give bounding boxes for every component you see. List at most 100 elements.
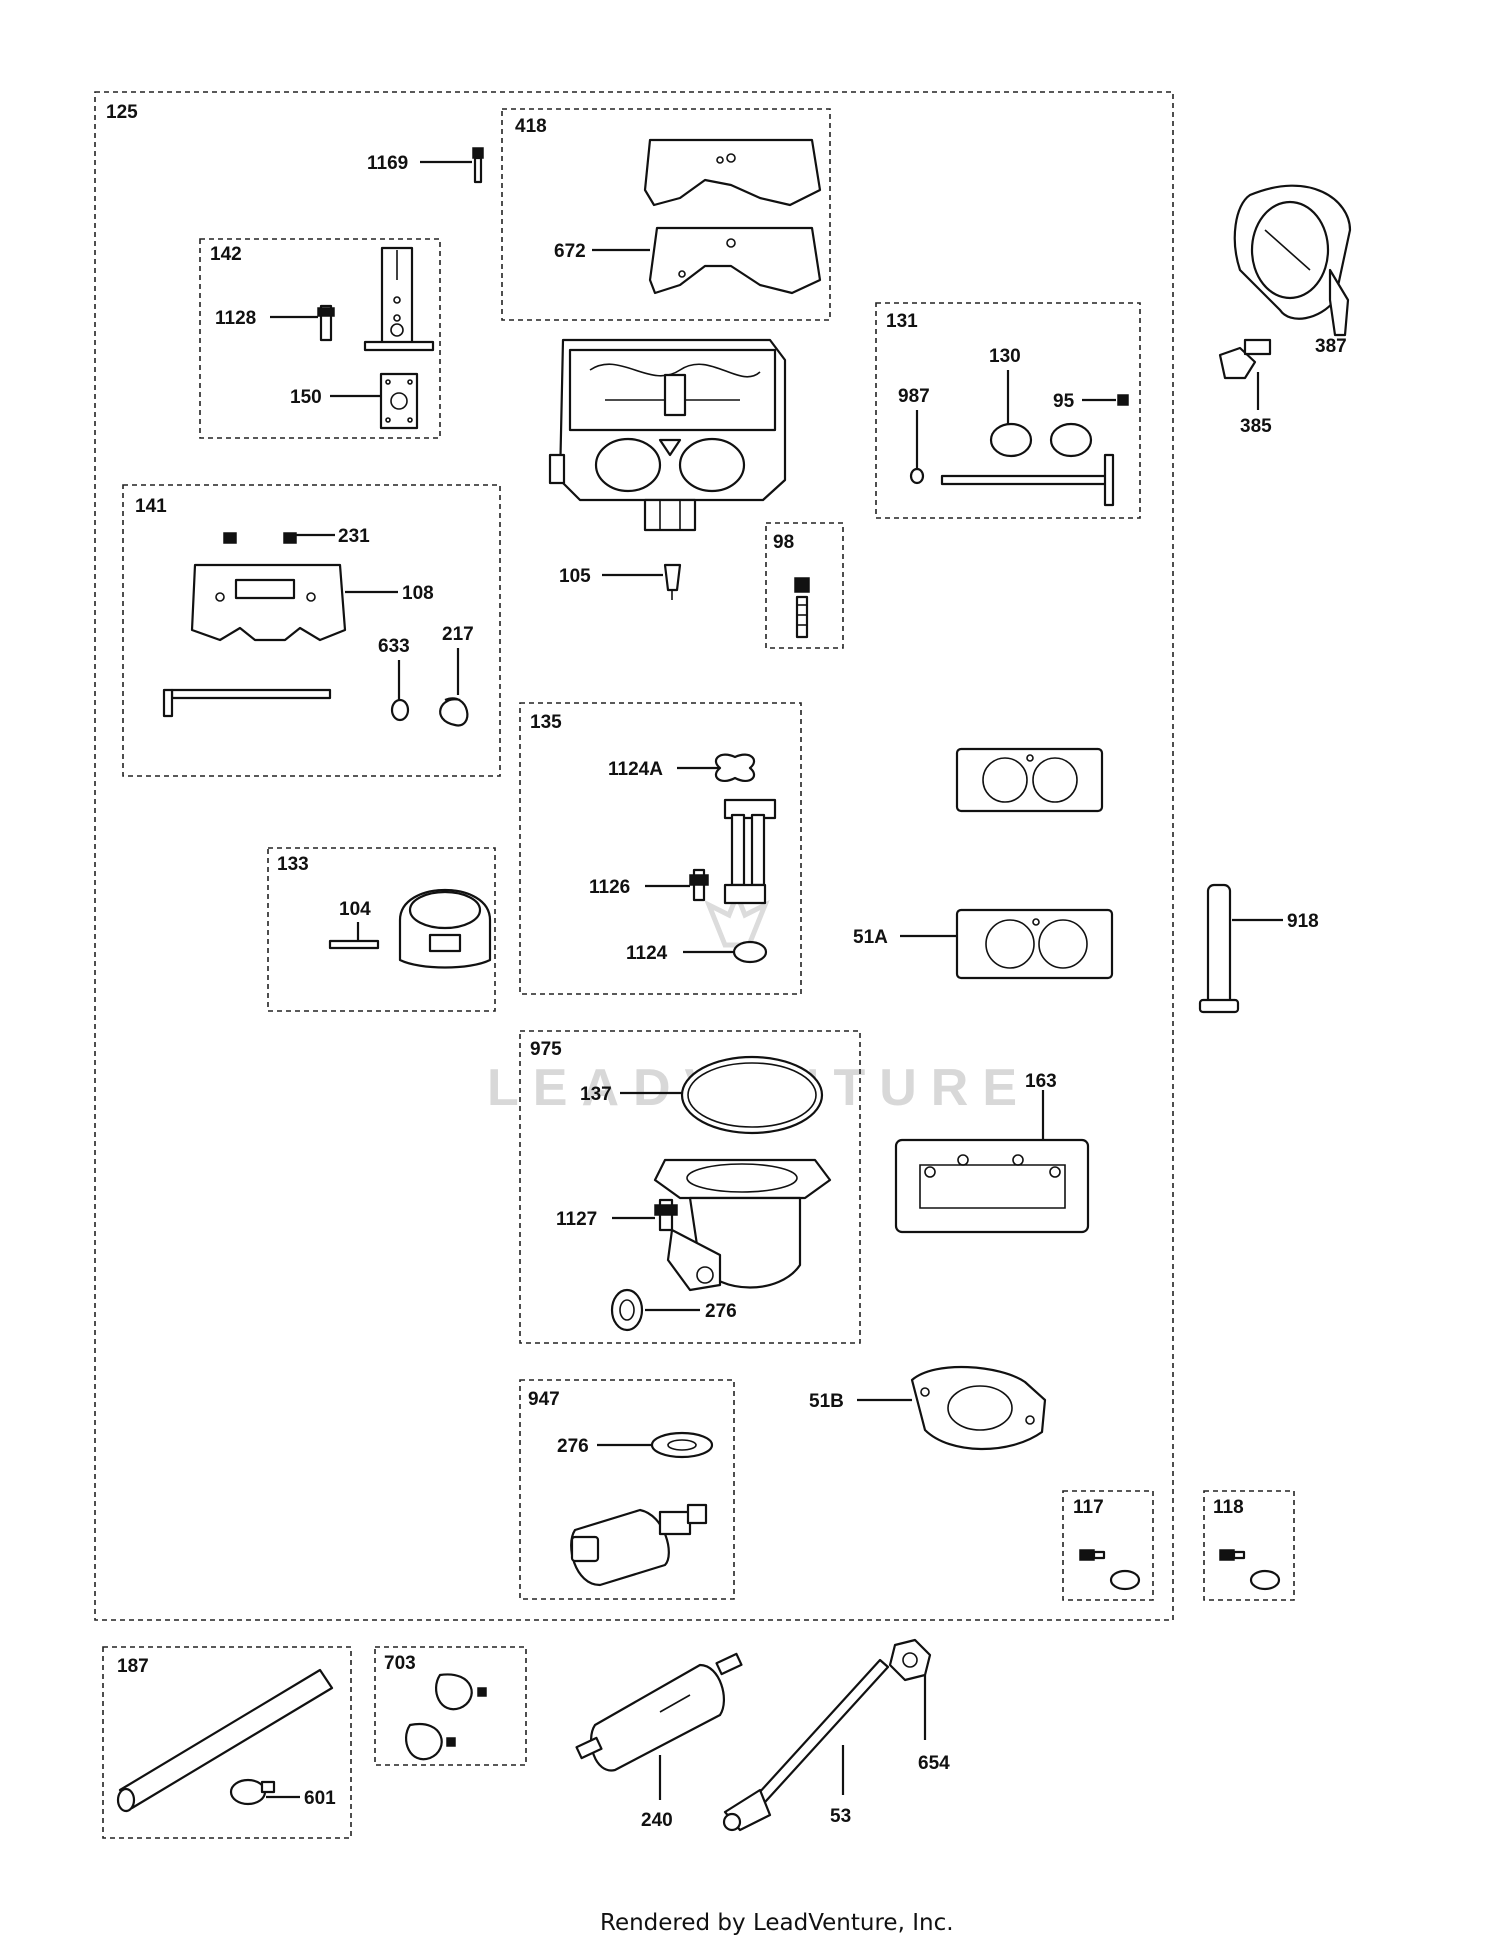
callout-53: 53 bbox=[830, 1745, 851, 1827]
part-1127-screw bbox=[654, 1198, 678, 1232]
callout-1169: 1169 bbox=[367, 153, 472, 174]
part-672-gasket bbox=[648, 226, 822, 295]
callout-1126-label: 1126 bbox=[589, 877, 630, 898]
group-703-label: 703 bbox=[384, 1653, 416, 1674]
callout-1124A: 1124A bbox=[608, 759, 720, 780]
part-131-plates-shaft bbox=[909, 394, 1129, 507]
part-163-gasket bbox=[894, 1138, 1090, 1234]
callout-150-label: 150 bbox=[290, 387, 322, 408]
part-240-fuel-filter bbox=[575, 1652, 743, 1772]
group-125-label: 125 bbox=[106, 102, 138, 123]
group-131: 131 bbox=[875, 302, 1141, 519]
part-276-washer-975 bbox=[610, 1288, 644, 1332]
part-intake-gasket-upper bbox=[955, 747, 1104, 813]
group-141: 141 bbox=[122, 484, 501, 777]
callout-130: 130 bbox=[989, 346, 1021, 424]
group-141-label: 141 bbox=[135, 496, 167, 517]
group-98-label: 98 bbox=[773, 532, 794, 553]
part-1124A-clip bbox=[714, 753, 756, 783]
group-117-label: 117 bbox=[1073, 1497, 1104, 1518]
callout-987: 987 bbox=[898, 386, 930, 468]
part-418-gasket bbox=[643, 138, 822, 207]
group-947: 947 bbox=[519, 1379, 735, 1600]
group-187-label: 187 bbox=[117, 1656, 149, 1677]
group-703: 703 bbox=[374, 1646, 527, 1766]
callout-654-label: 654 bbox=[918, 1753, 950, 1774]
callout-51B-label: 51B bbox=[809, 1391, 844, 1412]
callout-918-label: 918 bbox=[1287, 911, 1319, 932]
callout-51A-label: 51A bbox=[853, 927, 888, 948]
part-918-tube bbox=[1198, 883, 1240, 1014]
callout-231-label: 231 bbox=[338, 526, 370, 547]
callout-51A: 51A bbox=[853, 927, 957, 948]
callout-601: 601 bbox=[266, 1788, 336, 1809]
callout-276-a: 276 bbox=[645, 1301, 737, 1322]
callout-108-label: 108 bbox=[402, 583, 434, 604]
part-137-oring bbox=[680, 1055, 824, 1135]
callout-672-label: 672 bbox=[554, 241, 586, 262]
part-187-hose bbox=[116, 1668, 334, 1813]
callout-1128: 1128 bbox=[215, 308, 318, 329]
part-1128-screw bbox=[317, 304, 335, 342]
group-135: 135 bbox=[519, 702, 802, 995]
callout-105: 105 bbox=[559, 566, 663, 587]
callout-104-label: 104 bbox=[339, 899, 371, 920]
callout-633: 633 bbox=[378, 636, 410, 700]
part-133-choke bbox=[328, 888, 492, 969]
callout-137-label: 137 bbox=[580, 1084, 612, 1105]
callout-1124A-label: 1124A bbox=[608, 759, 663, 780]
group-117: 117 bbox=[1062, 1490, 1154, 1601]
part-1124-ring bbox=[732, 940, 768, 964]
part-98-spring-screw bbox=[794, 577, 810, 639]
callout-276-b-label: 276 bbox=[557, 1436, 589, 1457]
callout-1126: 1126 bbox=[589, 877, 690, 898]
callout-276-b: 276 bbox=[557, 1436, 652, 1457]
callout-150: 150 bbox=[290, 387, 381, 408]
part-118-screw-washer bbox=[1219, 1549, 1281, 1591]
part-276-washer-947 bbox=[650, 1431, 714, 1459]
callout-385: 385 bbox=[1240, 372, 1272, 437]
callout-672: 672 bbox=[554, 241, 650, 262]
callout-385-label: 385 bbox=[1240, 416, 1272, 437]
part-135-float bbox=[723, 798, 777, 905]
callout-108: 108 bbox=[345, 583, 434, 604]
part-703-clamps bbox=[405, 1673, 487, 1761]
part-601-clamp bbox=[229, 1778, 276, 1806]
part-387-fuel-pump bbox=[1233, 184, 1352, 337]
callout-1124: 1124 bbox=[626, 943, 734, 964]
group-133-label: 133 bbox=[277, 854, 309, 875]
callout-1169-label: 1169 bbox=[367, 153, 408, 174]
part-385-fitting bbox=[1218, 338, 1272, 380]
callout-918: 918 bbox=[1232, 911, 1319, 932]
callout-633-label: 633 bbox=[378, 636, 410, 657]
part-105-needle bbox=[663, 563, 682, 600]
part-150-plate bbox=[379, 372, 419, 430]
part-975-bowl bbox=[653, 1158, 832, 1292]
callout-1127: 1127 bbox=[556, 1209, 655, 1230]
group-142-label: 142 bbox=[210, 244, 242, 265]
group-975-label: 975 bbox=[530, 1039, 562, 1060]
group-133: 133 bbox=[267, 847, 496, 1012]
callout-163-label: 163 bbox=[1025, 1071, 1057, 1092]
part-carburetor-body bbox=[548, 338, 787, 532]
group-418: 418 bbox=[501, 108, 831, 321]
part-51B-gasket bbox=[910, 1365, 1047, 1451]
callout-654: 654 bbox=[918, 1675, 950, 1774]
group-98: 98 bbox=[765, 522, 844, 649]
group-131-label: 131 bbox=[886, 311, 918, 332]
callout-104: 104 bbox=[339, 899, 371, 940]
part-141-choke-plate bbox=[162, 532, 347, 718]
group-187: 187 bbox=[102, 1646, 352, 1839]
part-1126-screw bbox=[689, 868, 709, 902]
group-118-label: 118 bbox=[1213, 1497, 1244, 1518]
callout-387-label: 387 bbox=[1315, 336, 1347, 357]
callout-1127-label: 1127 bbox=[556, 1209, 597, 1230]
part-142-bracket bbox=[363, 246, 435, 352]
group-947-label: 947 bbox=[528, 1389, 560, 1410]
callout-130-label: 130 bbox=[989, 346, 1021, 367]
callout-95-label: 95 bbox=[1053, 391, 1075, 412]
callout-387: 387 bbox=[1315, 336, 1347, 357]
part-53-shaft bbox=[722, 1658, 890, 1832]
part-1169-screw bbox=[472, 147, 484, 184]
